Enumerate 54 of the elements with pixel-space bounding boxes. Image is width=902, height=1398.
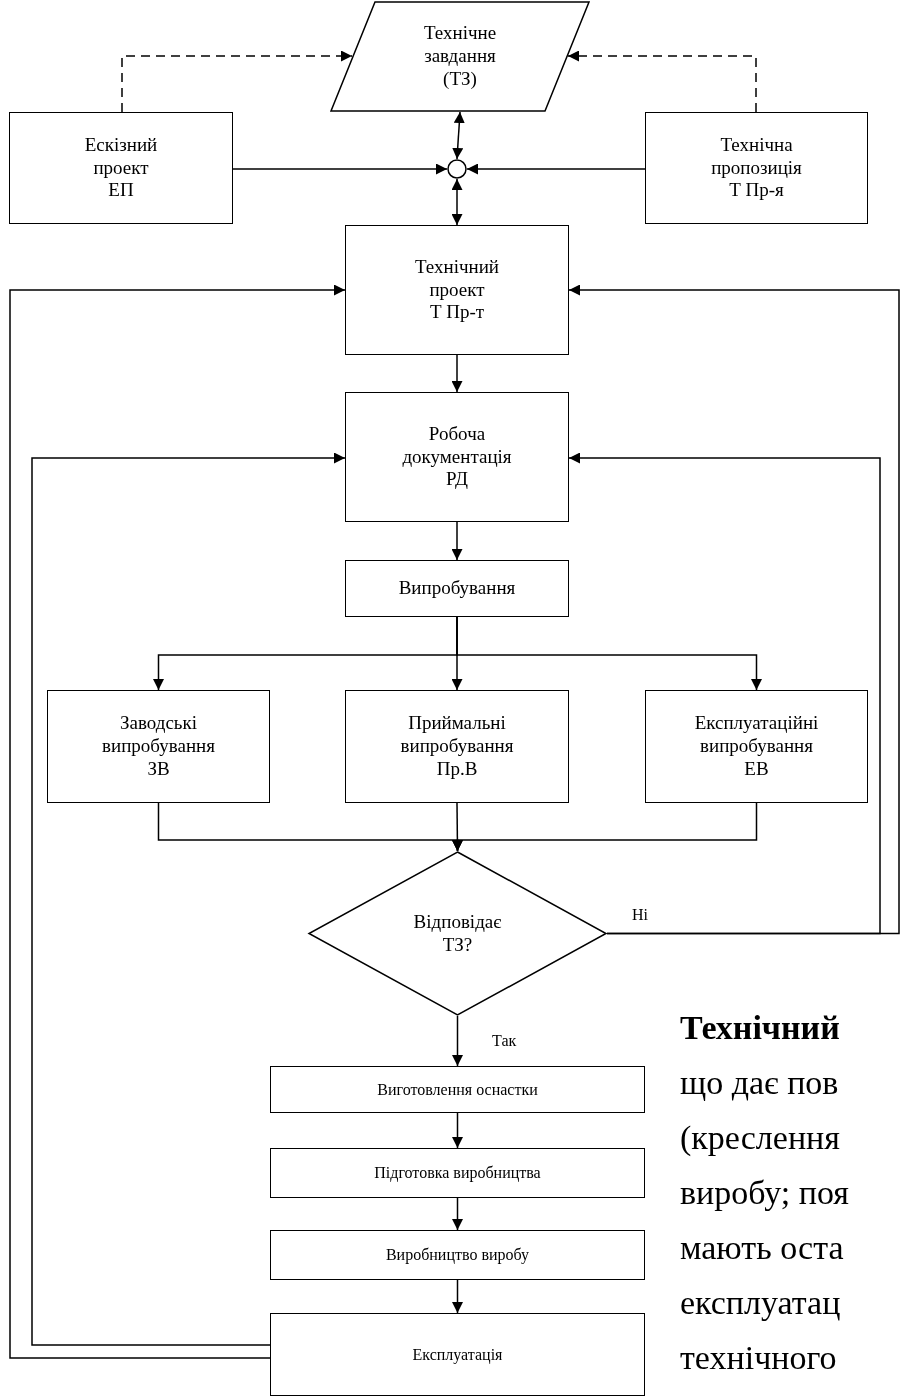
input-parallelogram xyxy=(330,1,590,112)
arrow xyxy=(466,163,646,175)
process-box xyxy=(270,1148,645,1198)
node-text: Технічний проект Т Пр-т xyxy=(414,255,500,325)
arrow xyxy=(452,1197,463,1231)
paragraph-text: мають оста xyxy=(680,1228,845,1268)
arrow xyxy=(452,1112,463,1149)
node-text: Підготовка виробництва xyxy=(374,1163,541,1183)
process-box xyxy=(270,1313,645,1396)
process-box xyxy=(345,690,569,803)
paragraph-text: виробу; поя xyxy=(680,1173,850,1213)
arrow xyxy=(456,616,762,691)
arrow xyxy=(452,1279,463,1314)
process-box xyxy=(345,392,569,522)
node-text: Експлуатація xyxy=(412,1344,503,1365)
arrow xyxy=(452,802,758,852)
arrow xyxy=(452,111,465,160)
node-text: Виготовлення оснастки xyxy=(377,1079,538,1100)
process-box xyxy=(9,112,233,224)
arrow xyxy=(451,354,463,393)
dashed-arrow xyxy=(567,50,757,113)
paragraph-text: що дає пов xyxy=(680,1063,840,1103)
junction-circle xyxy=(447,159,467,179)
process-box xyxy=(645,112,868,224)
node-text: Робоча документація РД xyxy=(402,422,512,492)
node-text: Технічне завдання (ТЗ) xyxy=(423,22,497,91)
node-text: Відповідає ТЗ? xyxy=(413,910,502,957)
process-box xyxy=(270,1230,645,1280)
node-text: Експлуатаційні випробування ЕВ xyxy=(694,712,819,781)
dashed-arrow xyxy=(121,50,353,113)
node-text: Технічна пропозиція Т Пр-я xyxy=(711,133,802,203)
arrow xyxy=(568,284,900,935)
process-box xyxy=(645,690,868,803)
paragraph-text: (креслення xyxy=(680,1118,841,1158)
arrow xyxy=(451,178,463,226)
arrow xyxy=(31,452,346,1346)
process-box xyxy=(345,225,569,355)
arrow xyxy=(451,521,463,561)
arrow xyxy=(452,1015,463,1067)
node-text: Випробування xyxy=(398,577,516,600)
paragraph-text: технічного xyxy=(680,1338,838,1378)
process-box xyxy=(47,690,270,803)
node-text: Приймальні випробування Пр.В xyxy=(400,712,514,781)
arrow xyxy=(232,163,448,175)
node-text: Виробництво виробу xyxy=(385,1245,530,1265)
paragraph-text: експлуатац xyxy=(680,1283,842,1323)
decision-diamond xyxy=(308,851,607,1016)
node-text: Заводські випробування ЗВ xyxy=(102,712,215,781)
arrow xyxy=(568,452,881,935)
process-box xyxy=(270,1066,645,1113)
node-text: Ескізний проект ЕП xyxy=(84,133,158,203)
paragraph-text: Технічний xyxy=(680,1008,841,1048)
arrow xyxy=(9,284,346,1359)
process-box xyxy=(345,560,569,617)
